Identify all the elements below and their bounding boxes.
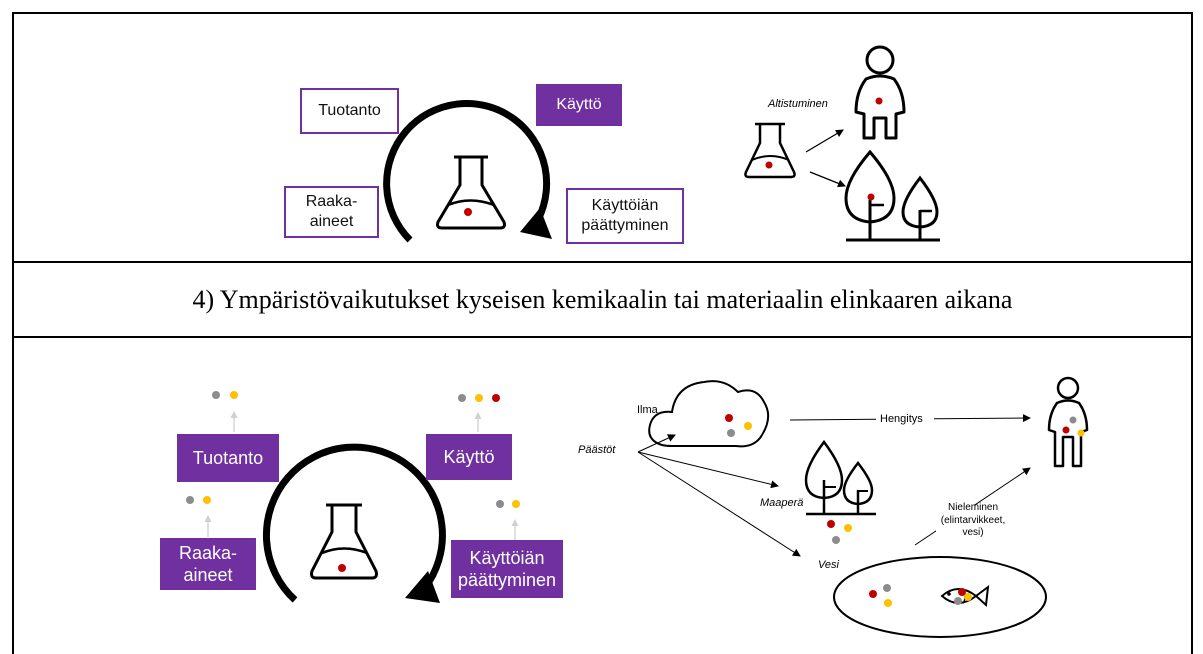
caption-row: 4) Ympäristövaikutukset kyseisen kemikaa… (12, 261, 1193, 338)
caption-text: 4) Ympäristövaikutukset kyseisen kemikaa… (192, 284, 1013, 314)
box-raw-materials-bottom: Raaka- aineet (160, 538, 256, 590)
top-panel (12, 12, 1193, 262)
lifecycle-arrow-top (383, 100, 552, 243)
box-production-top: Tuotanto (300, 88, 399, 134)
emission-dots-production (212, 391, 238, 432)
label-soil: Maaperä (760, 497, 804, 509)
exposure-arrow-environment (809, 171, 846, 188)
label-ingestion: Nieleminen (elintarvikkeet, vesi) (940, 502, 1006, 538)
label-emissions: Päästöt (578, 444, 616, 456)
flask-icon-top-center (436, 155, 506, 230)
bottom-panel (12, 337, 1193, 654)
fish-icon (940, 584, 990, 608)
flask-icon-bottom-center (310, 503, 378, 580)
box-production-bottom: Tuotanto (177, 434, 279, 482)
arrow-to-water (637, 451, 801, 557)
box-end-of-life-bottom: Käyttöiän päättyminen (451, 540, 563, 598)
label-water: Vesi (818, 559, 839, 571)
arrow-to-soil (637, 451, 779, 489)
tree-icon-bottom (804, 439, 876, 544)
emission-dots-use (458, 394, 500, 432)
box-use-top: Käyttö (536, 84, 622, 126)
box-use-bottom: Käyttö (426, 434, 512, 480)
exposure-arrow-person (805, 129, 844, 153)
cloud-icon (648, 380, 770, 448)
arrow-to-air (637, 434, 676, 453)
substance-dot (464, 208, 472, 216)
label-breathing: Hengitys (880, 413, 923, 425)
person-icon-bottom (1047, 376, 1089, 468)
flask-icon-top-right (744, 122, 796, 179)
box-end-of-life-top: Käyttöiän päättyminen (566, 188, 684, 244)
tree-icon-top (844, 149, 940, 242)
person-icon-top (854, 45, 906, 140)
emission-dots-end-of-life (496, 500, 520, 540)
emission-dots-raw-materials (186, 496, 212, 537)
water-body-icon (833, 556, 1047, 638)
label-exposure: Altistuminen (768, 98, 828, 110)
label-air: Ilma (637, 404, 658, 416)
box-raw-materials-top: Raaka- aineet (284, 186, 379, 238)
lifecycle-arrow-bottom (263, 443, 446, 603)
